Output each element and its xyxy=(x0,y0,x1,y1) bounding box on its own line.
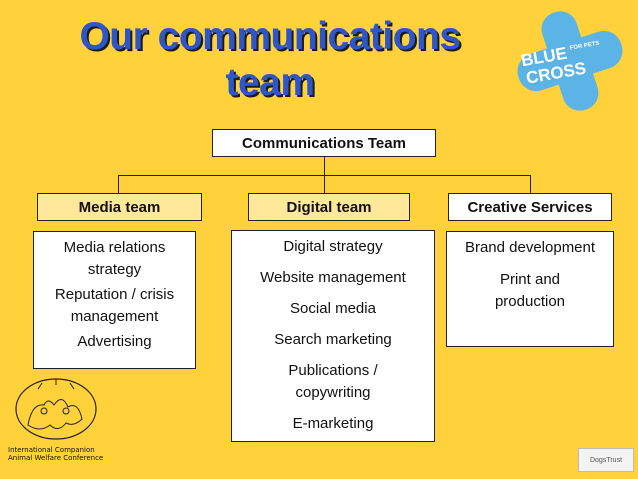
connector-media xyxy=(118,175,119,193)
conference-line-1: International Companion xyxy=(8,446,95,454)
list-item: Publications / copywriting xyxy=(288,362,378,401)
blue-cross-logo: BLUE FOR PETS CROSS xyxy=(517,11,623,111)
communications-team-box: Communications Team xyxy=(212,129,436,157)
creative-services-list: Brand development Print and production xyxy=(446,231,614,347)
conference-logo xyxy=(15,378,97,440)
creative-services-header: Creative Services xyxy=(448,193,612,221)
creative-services-label: Creative Services xyxy=(467,198,593,216)
digital-team-header: Digital team xyxy=(248,193,410,221)
list-item: E-marketing xyxy=(292,415,374,432)
list-item: Search marketing xyxy=(274,331,392,348)
digital-team-list: Digital strategy Website management Soci… xyxy=(231,230,435,442)
blue-cross-for-pets-text: FOR PETS xyxy=(569,41,600,52)
list-item: Website management xyxy=(260,269,406,286)
media-team-list: Media relations strategy Reputation / cr… xyxy=(33,231,196,369)
communications-team-label: Communications Team xyxy=(242,134,406,152)
conference-logo-text: International Companion Animal Welfare C… xyxy=(8,446,108,462)
digital-team-label: Digital team xyxy=(286,198,372,216)
list-item: Advertising xyxy=(77,333,152,350)
list-item: Media relations strategy xyxy=(63,239,166,278)
page-title: Our communications team xyxy=(60,14,480,106)
dogs-trust-logo: DogsTrust xyxy=(578,448,634,472)
title-line-1: Our communications xyxy=(79,15,461,58)
list-item: Reputation / crisis management xyxy=(54,286,175,325)
list-item: Brand development xyxy=(464,239,596,256)
connector-creative xyxy=(530,175,531,193)
list-item: Social media xyxy=(290,300,376,317)
conference-line-2: Animal Welfare Conference xyxy=(8,454,104,462)
list-item: Digital strategy xyxy=(283,238,383,255)
connector-root-down xyxy=(324,157,325,175)
media-team-label: Media team xyxy=(78,198,161,216)
connector-digital xyxy=(324,175,325,193)
media-team-header: Media team xyxy=(37,193,202,221)
list-item: Print and production xyxy=(494,271,566,310)
title-line-2: team xyxy=(225,61,315,104)
dogs-trust-text: DogsTrust xyxy=(589,456,623,464)
